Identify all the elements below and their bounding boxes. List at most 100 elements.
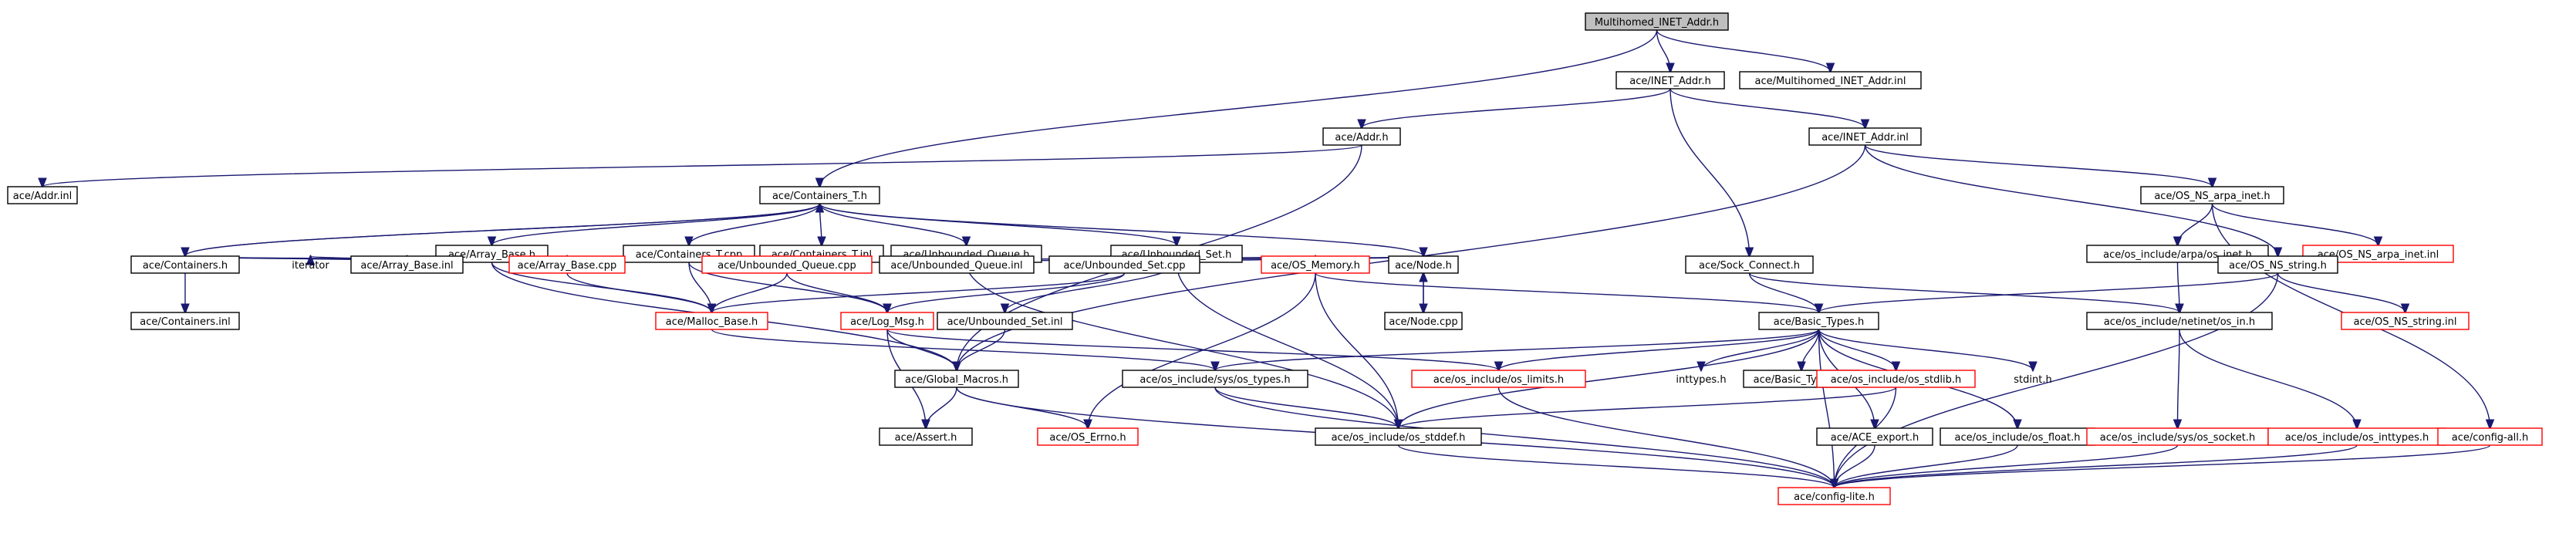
node-box xyxy=(350,255,464,274)
node-unbounded-set-cpp[interactable]: ace/Unbounded_Set.cpp xyxy=(1048,255,1200,274)
edge-unbounded-set-cpp-to-log-msg-h xyxy=(887,272,1126,312)
node-assert-h[interactable]: ace/Assert.h xyxy=(879,427,973,446)
node-containers-t-h[interactable]: ace/Containers_T.h xyxy=(759,186,880,204)
node-label: ace/Multihomed_INET_Addr.inl xyxy=(1754,76,1906,87)
node-unbounded-queue-inl[interactable]: ace/Unbounded_Queue.inl xyxy=(879,255,1035,274)
edge-root-to-multihomed-inl xyxy=(1656,29,1831,72)
node-label: ace/INET_Addr.inl xyxy=(1821,132,1909,144)
edge-containers-t-h-to-containers-t-inl xyxy=(820,203,822,245)
node-os-include-inttypes-h[interactable]: ace/os_include/os_inttypes.h xyxy=(2267,427,2446,446)
node-label: inttypes.h xyxy=(1676,374,1726,386)
node-node-cpp[interactable]: ace/Node.cpp xyxy=(1384,312,1463,330)
edge-global-macros-h-to-assert-h xyxy=(926,387,957,428)
edge-os-include-sys-types-h-to-os-include-stddef-h xyxy=(1214,387,1399,428)
edge-config-all-h-to-config-lite-h xyxy=(1835,444,2491,488)
node-box xyxy=(894,370,1019,388)
node-box xyxy=(1122,370,1308,388)
node-unbounded-set-inl[interactable]: ace/Unbounded_Set.inl xyxy=(937,312,1073,330)
node-label: ace/OS_NS_string.inl xyxy=(2354,316,2457,328)
node-label: ace/Node.cpp xyxy=(1389,316,1457,328)
node-addr-inl[interactable]: ace/Addr.inl xyxy=(7,186,78,204)
node-label: ace/os_include/netinet/os_in.h xyxy=(2104,316,2255,328)
edge-containers-t-h-to-containers-t-cpp xyxy=(689,203,821,245)
edge-basic-types-h-to-stdint-h xyxy=(1818,329,2034,370)
edge-unbounded-set-inl-to-global-macros-h xyxy=(957,329,1006,370)
edge-array-base-cpp-to-malloc-base-h xyxy=(566,272,712,312)
node-label: ace/OS_NS_arpa_inet.inl xyxy=(2318,249,2439,261)
node-label: ace/OS_Errno.h xyxy=(1049,432,1126,444)
node-box xyxy=(937,312,1073,330)
node-inet-addr-h[interactable]: ace/INET_Addr.h xyxy=(1615,71,1725,89)
node-containers-inl[interactable]: ace/Containers.inl xyxy=(130,312,240,330)
node-box xyxy=(1037,427,1139,446)
node-os-include-float-h[interactable]: ace/os_include/os_float.h xyxy=(1940,427,2095,446)
node-log-msg-h[interactable]: ace/Log_Msg.h xyxy=(840,312,934,330)
edge-unbounded-queue-cpp-to-malloc-base-h xyxy=(712,272,788,312)
edge-root-to-inet-addr-h xyxy=(1656,29,1671,72)
node-config-lite-h[interactable]: ace/config-lite.h xyxy=(1778,487,1891,505)
node-sock-connect-h[interactable]: ace/Sock_Connect.h xyxy=(1685,255,1814,274)
edge-unbounded-set-cpp-to-malloc-base-h xyxy=(712,272,1126,312)
node-box xyxy=(879,255,1035,274)
edge-os-include-sys-socket-h-to-config-lite-h xyxy=(1835,444,2179,488)
edge-os-include-arpa-inet-h-to-os-include-netinet-in-h xyxy=(2178,262,2180,312)
node-containers-h[interactable]: ace/Containers.h xyxy=(130,255,240,274)
node-box xyxy=(2302,245,2454,263)
edge-basic-types-h-to-os-include-stdlib-h xyxy=(1818,329,1896,370)
node-box xyxy=(1739,71,1922,89)
node-inet-addr-inl[interactable]: ace/INET_Addr.inl xyxy=(1808,127,1922,146)
node-label: ace/OS_NS_arpa_inet.h xyxy=(2154,191,2270,202)
node-label: ace/ACE_export.h xyxy=(1831,432,1919,444)
node-label: ace/os_include/os_inttypes.h xyxy=(2285,432,2429,444)
edge-inet-addr-h-to-sock-connect-h xyxy=(1670,88,1750,256)
node-os-include-stdlib-h[interactable]: ace/os_include/os_stdlib.h xyxy=(1816,370,1976,388)
node-config-all-h[interactable]: ace/config-all.h xyxy=(2437,427,2543,446)
node-label: ace/Malloc_Base.h xyxy=(666,316,758,328)
node-global-macros-h[interactable]: ace/Global_Macros.h xyxy=(894,370,1019,388)
node-ace-export-h[interactable]: ace/ACE_export.h xyxy=(1816,427,1933,446)
node-array-base-inl[interactable]: ace/Array_Base.inl xyxy=(350,255,464,274)
node-unbounded-queue-cpp[interactable]: ace/Unbounded_Queue.cpp xyxy=(701,255,873,274)
node-label: ace/INET_Addr.h xyxy=(1629,76,1710,87)
node-node-h[interactable]: ace/Node.h xyxy=(1388,255,1459,274)
edge-os-include-limits-h-to-config-lite-h xyxy=(1497,387,1835,488)
node-os-ns-string-inl[interactable]: ace/OS_NS_string.inl xyxy=(2341,312,2470,330)
node-box xyxy=(840,312,934,330)
node-stdint-h: stdint.h xyxy=(2014,374,2051,386)
node-label: ace/config-all.h xyxy=(2452,432,2529,444)
node-label: ace/Containers.inl xyxy=(140,316,230,328)
node-label: ace/Containers_T.h xyxy=(772,191,867,202)
node-os-include-sys-socket-h[interactable]: ace/os_include/sys/os_socket.h xyxy=(2086,427,2269,446)
node-box xyxy=(1685,255,1814,274)
edge-basic-types-h-to-config-lite-h xyxy=(1818,329,1835,488)
node-os-include-stddef-h[interactable]: ace/os_include/os_stddef.h xyxy=(1315,427,1482,446)
node-malloc-base-h[interactable]: ace/Malloc_Base.h xyxy=(655,312,768,330)
node-box xyxy=(759,186,880,204)
node-basic-types-h[interactable]: ace/Basic_Types.h xyxy=(1758,312,1879,330)
node-box xyxy=(2217,255,2338,274)
node-label: ace/Unbounded_Set.inl xyxy=(947,316,1063,328)
node-os-ns-arpa-inet-inl[interactable]: ace/OS_NS_arpa_inet.inl xyxy=(2302,245,2454,263)
edge-root-to-containers-t-h xyxy=(820,29,1658,187)
node-os-include-netinet-in-h[interactable]: ace/os_include/netinet/os_in.h xyxy=(2086,312,2273,330)
node-label: stdint.h xyxy=(2014,374,2051,386)
node-label: ace/Unbounded_Queue.cpp xyxy=(717,260,856,272)
node-box xyxy=(1758,312,1879,330)
node-label: ace/Unbounded_Queue.inl xyxy=(890,260,1022,272)
node-containers-t-cpp[interactable]: ace/Containers_T.cpp xyxy=(623,245,755,263)
node-os-include-sys-types-h[interactable]: ace/os_include/sys/os_types.h xyxy=(1122,370,1308,388)
node-os-memory-h[interactable]: ace/OS_Memory.h xyxy=(1261,255,1370,274)
edge-unbounded-queue-cpp-to-log-msg-h xyxy=(786,272,887,312)
node-os-ns-string-h[interactable]: ace/OS_NS_string.h xyxy=(2217,255,2338,274)
node-box xyxy=(2437,427,2543,446)
node-os-ns-arpa-inet-h[interactable]: ace/OS_NS_arpa_inet.h xyxy=(2140,186,2284,204)
node-root[interactable]: Multihomed_INET_Addr.h xyxy=(1585,12,1729,31)
edge-containers-t-h-to-unbounded-set-h xyxy=(819,203,1177,245)
node-os-include-limits-h[interactable]: ace/os_include/os_limits.h xyxy=(1411,370,1586,388)
node-os-errno-h[interactable]: ace/OS_Errno.h xyxy=(1037,427,1139,446)
edge-inet-addr-inl-to-os-ns-arpa-inet-h xyxy=(1864,144,2213,187)
node-addr-h[interactable]: ace/Addr.h xyxy=(1322,127,1401,146)
node-multihomed-inl[interactable]: ace/Multihomed_INET_Addr.inl xyxy=(1739,71,1922,89)
node-array-base-cpp[interactable]: ace/Array_Base.cpp xyxy=(508,255,626,274)
node-box xyxy=(879,427,973,446)
